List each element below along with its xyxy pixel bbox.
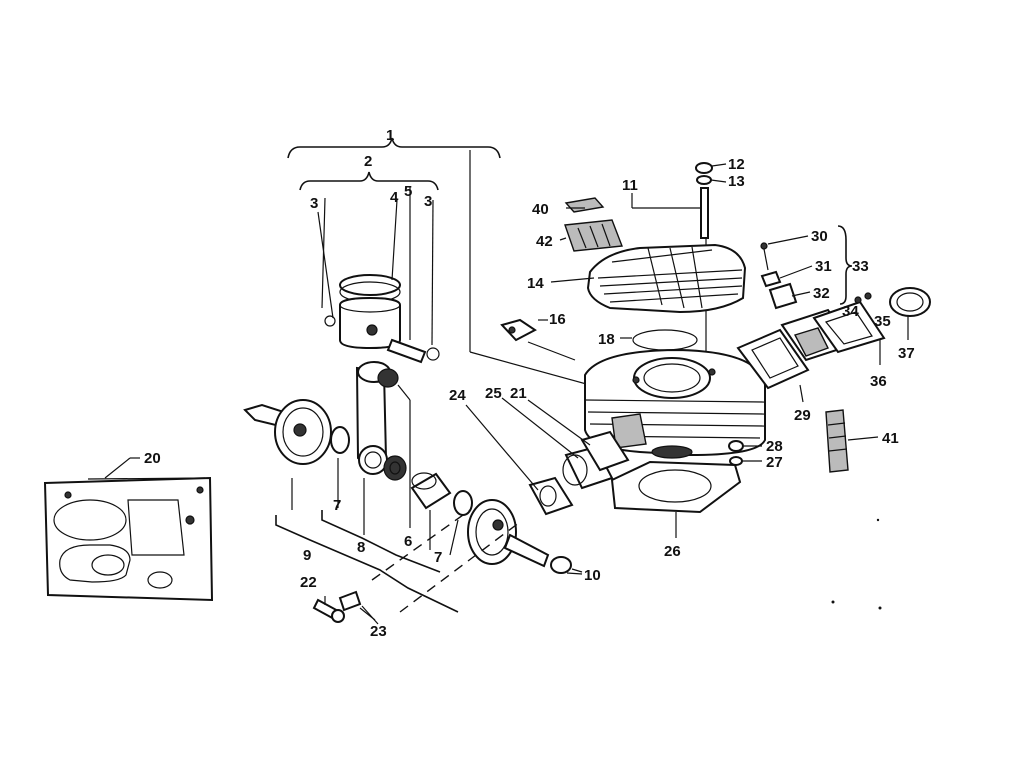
- label-1: 1: [386, 127, 394, 144]
- leader-lines: [130, 163, 879, 625]
- cylinder-block: [584, 215, 766, 459]
- label-4: 4: [390, 189, 399, 206]
- label-20: 20: [144, 450, 161, 467]
- cylinder-head: [586, 243, 747, 351]
- label-41: 41: [882, 430, 899, 447]
- label-5: 5: [404, 183, 412, 200]
- reed-valve: [736, 225, 931, 403]
- label-23: 23: [370, 623, 387, 640]
- label-14: 14: [527, 275, 544, 292]
- part-labels: 1 2 3 4 5 3 6 7 7 8 9 10 11 12 13 14 16 …: [144, 127, 915, 640]
- specks: [831, 518, 882, 610]
- label-28: 28: [766, 438, 783, 455]
- label-21: 21: [510, 385, 527, 402]
- connecting-rod: [355, 361, 411, 528]
- label-12: 12: [728, 156, 745, 173]
- intake-pipe: [465, 397, 630, 516]
- assembly-brackets: [287, 137, 591, 386]
- label-3a: 3: [310, 195, 318, 212]
- label-16: 16: [549, 311, 566, 328]
- label-7b: 7: [434, 549, 442, 566]
- label-34: 34: [842, 303, 859, 320]
- label-42: 42: [536, 233, 553, 250]
- label-10: 10: [584, 567, 601, 584]
- crankshaft-left: [243, 399, 365, 535]
- label-7a: 7: [333, 497, 341, 514]
- label-35: 35: [874, 313, 891, 330]
- assembly-guides: [275, 509, 521, 613]
- label-26: 26: [664, 543, 681, 560]
- label-37: 37: [898, 345, 915, 362]
- label-31: 31: [815, 258, 832, 275]
- label-18: 18: [598, 331, 615, 348]
- label-30: 30: [811, 228, 828, 245]
- label-32: 32: [813, 285, 830, 302]
- label-8: 8: [357, 539, 365, 556]
- label-9: 9: [303, 547, 311, 564]
- stud: [695, 162, 713, 239]
- label-36: 36: [870, 373, 887, 390]
- label-22: 22: [300, 574, 317, 591]
- bracket: [500, 318, 576, 361]
- piston: [317, 186, 440, 364]
- gasket-set: [43, 457, 214, 602]
- label-24: 24: [449, 387, 466, 404]
- label-3b: 3: [424, 193, 432, 210]
- label-13: 13: [728, 173, 745, 190]
- label-25: 25: [485, 385, 502, 402]
- rubber-blocks: [564, 197, 849, 473]
- label-11: 11: [622, 177, 638, 194]
- label-2: 2: [364, 153, 372, 170]
- label-6: 6: [404, 533, 412, 550]
- washers: [728, 440, 744, 466]
- crankshaft-right: [410, 472, 583, 574]
- label-40: 40: [532, 201, 549, 218]
- base-gasket: [610, 460, 742, 538]
- label-29: 29: [794, 407, 811, 424]
- small-fasteners: [312, 590, 376, 623]
- label-27: 27: [766, 454, 783, 471]
- label-33: 33: [852, 258, 869, 275]
